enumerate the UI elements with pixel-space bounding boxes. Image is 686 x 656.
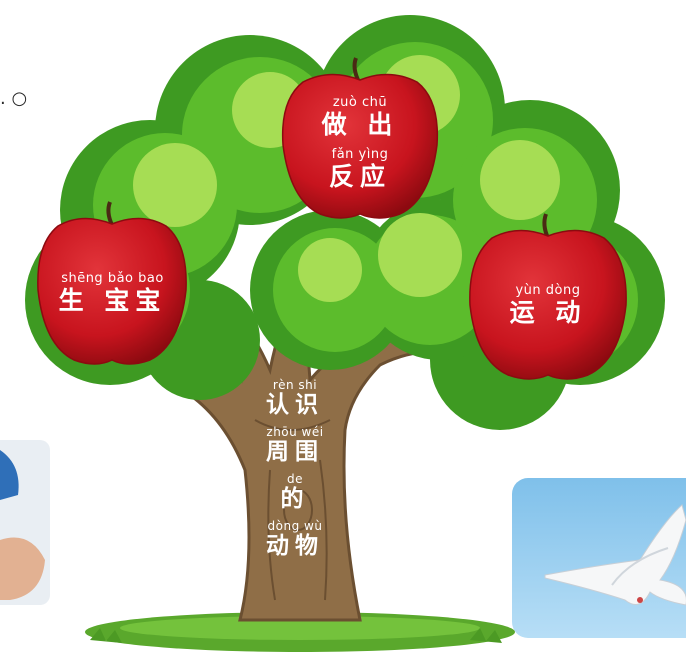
hanzi-dong-wu: 动物 [266, 533, 324, 559]
decorative-dots: . ○ [0, 88, 28, 109]
apple-top [281, 57, 439, 219]
pinyin-sheng-bao-bao: shēng bǎo bao [61, 271, 164, 286]
pinyin-dong-wu: dòng wù [267, 519, 323, 533]
apple-left [37, 201, 187, 365]
hanzi-zhou-wei: 周围 [266, 439, 324, 465]
hanzi-zuo-chu: 做 出 [321, 110, 399, 139]
hanzi-fan-ying: 反应 [328, 162, 391, 191]
apple-right [469, 213, 627, 380]
trunk-label: rèn shi 认识 zhōu wéi 周围 de 的 dòng wù 动物 [240, 378, 350, 560]
hanzi-ren-shi: 认识 [266, 392, 324, 418]
pinyin-zhou-wei: zhōu wéi [266, 425, 324, 439]
dove-photo [512, 478, 686, 638]
apple-right-label: yùn dòng 运 动 [488, 284, 608, 328]
pinyin-de: de [287, 472, 303, 486]
grass [85, 612, 515, 652]
left-photo [0, 440, 50, 605]
hanzi-yun-dong: 运 动 [509, 298, 587, 327]
pinyin-ren-shi: rèn shi [272, 378, 318, 392]
hanzi-sheng-bao-bao: 生 宝宝 [58, 286, 167, 315]
pinyin-zuo-chu: zuò chū [332, 95, 388, 110]
pinyin-fan-ying: fǎn yìng [331, 147, 389, 162]
pinyin-yun-dong: yùn dòng [515, 283, 581, 298]
apple-left-label: shēng bǎo bao 生 宝宝 [30, 272, 195, 316]
apple-top-label: zuò chū 做 出 fǎn yìng 反应 [300, 96, 420, 192]
hanzi-de: 的 [280, 486, 310, 512]
